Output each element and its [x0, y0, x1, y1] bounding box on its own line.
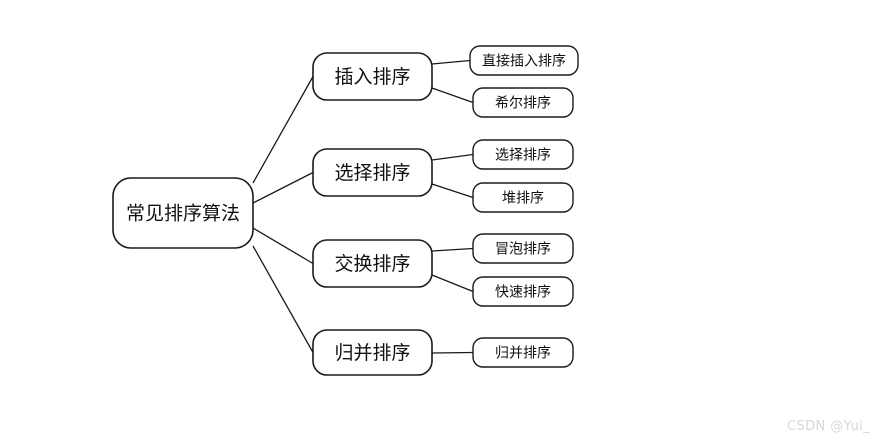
leaf-node-3-2[interactable]: 快速排序	[472, 276, 574, 307]
connector-branch-4-to-leaf-1	[431, 351, 474, 354]
branch-node-3-label: 交换排序	[334, 253, 410, 275]
leaf-node-2-1-label: 选择排序	[495, 148, 551, 164]
leaf-node-1-2-label: 希尔排序	[495, 96, 551, 112]
leaf-node-3-1-box	[472, 233, 574, 264]
leaf-node-2-2[interactable]: 堆排序	[472, 182, 574, 213]
root-node[interactable]: 常见排序算法	[112, 177, 254, 249]
connector-root-to-branch-1	[252, 76, 314, 184]
connector-branch-2-to-leaf-1	[431, 153, 474, 161]
leaf-node-1-2[interactable]: 希尔排序	[472, 87, 574, 118]
root-node-label: 常见排序算法	[126, 203, 240, 225]
connector-branch-1-to-leaf-1	[431, 59, 471, 65]
branch-node-1[interactable]: 插入排序	[312, 52, 433, 101]
connector-root-to-branch-2	[252, 171, 314, 204]
branch-node-4-label: 归并排序	[334, 342, 410, 364]
leaf-node-4-1-box	[472, 337, 574, 368]
connector-branch-2-to-leaf-2	[431, 183, 474, 199]
connector-root-to-branch-3	[252, 227, 314, 265]
connector-lines-group	[252, 59, 474, 354]
leaf-node-1-1-box	[469, 45, 579, 76]
leaf-node-4-1[interactable]: 归并排序	[472, 337, 574, 368]
leaf-node-2-2-box	[472, 182, 574, 213]
watermark-label: CSDN @Yui_	[787, 419, 870, 434]
leaf-node-1-1[interactable]: 直接插入排序	[469, 45, 579, 76]
leaf-node-3-2-box	[472, 276, 574, 307]
leaf-node-2-1-box	[472, 139, 574, 170]
leaf-node-1-2-box	[472, 87, 574, 118]
leaf-node-2-1[interactable]: 选择排序	[472, 139, 574, 170]
branch-node-2-box	[312, 148, 433, 197]
leaf-node-3-1-label: 冒泡排序	[495, 242, 551, 258]
nodes-group: 常见排序算法插入排序直接插入排序希尔排序选择排序选择排序堆排序交换排序冒泡排序快…	[112, 45, 579, 376]
branch-node-2-label: 选择排序	[334, 162, 410, 184]
connector-branch-1-to-leaf-2	[431, 87, 474, 104]
branch-node-3[interactable]: 交换排序	[312, 239, 433, 288]
branch-node-2[interactable]: 选择排序	[312, 148, 433, 197]
leaf-node-2-2-label: 堆排序	[502, 191, 544, 207]
branch-node-4[interactable]: 归并排序	[312, 329, 433, 376]
branch-node-1-box	[312, 52, 433, 101]
connector-root-to-branch-4	[252, 245, 314, 353]
leaf-node-1-1-label: 直接插入排序	[482, 53, 566, 70]
branch-node-3-box	[312, 239, 433, 288]
root-node-box	[112, 177, 254, 249]
branch-node-1-label: 插入排序	[334, 66, 410, 88]
branch-node-4-box	[312, 329, 433, 376]
connector-branch-3-to-leaf-2	[431, 274, 474, 293]
leaf-node-3-1[interactable]: 冒泡排序	[472, 233, 574, 264]
connector-branch-3-to-leaf-1	[431, 247, 474, 252]
leaf-node-4-1-label: 归并排序	[495, 345, 551, 362]
leaf-node-3-2-label: 快速排序	[495, 285, 551, 301]
